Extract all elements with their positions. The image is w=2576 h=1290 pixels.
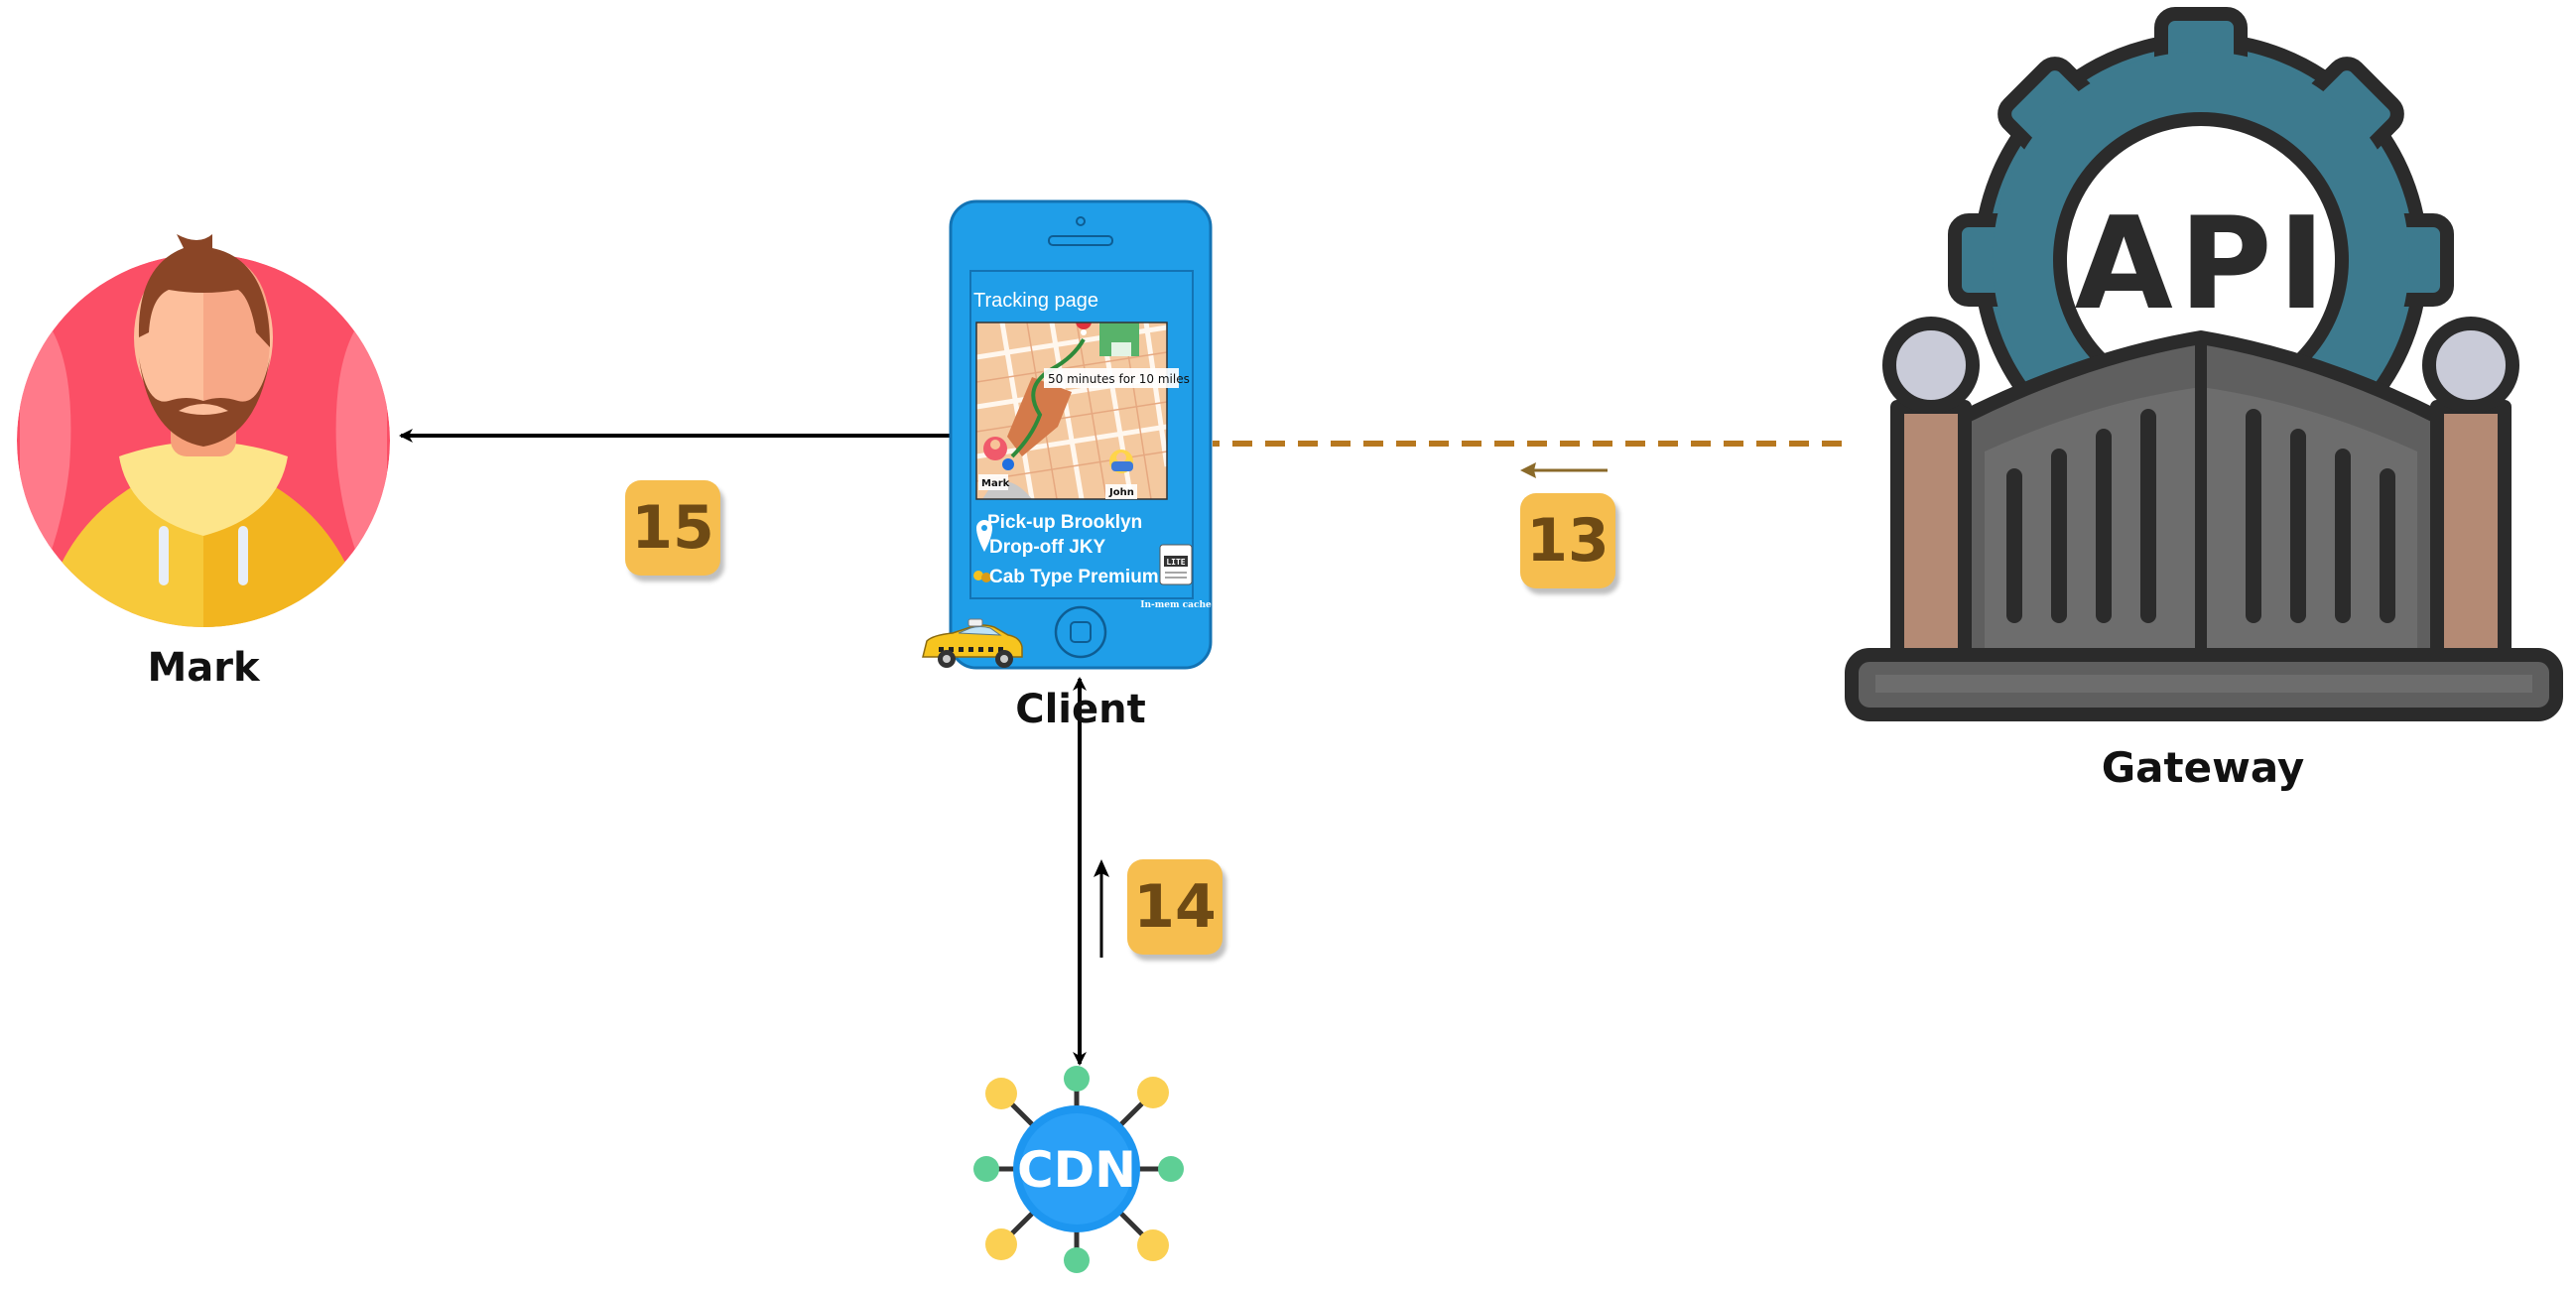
cab-small-icon bbox=[973, 571, 991, 582]
step-number: 14 bbox=[1133, 872, 1217, 942]
step-badge-14: 14 bbox=[1127, 859, 1223, 955]
dropoff-text: Drop-off JKY bbox=[989, 537, 1105, 558]
direction-arrow-14 bbox=[1094, 859, 1109, 958]
tracking-map bbox=[976, 322, 1167, 499]
location-pin-icon bbox=[976, 520, 992, 552]
tracking-page-title: Tracking page bbox=[973, 290, 1098, 312]
cab-type-text: Cab Type Premium bbox=[989, 567, 1159, 587]
step-badge-13: 13 bbox=[1520, 493, 1615, 588]
api-text: API bbox=[2075, 191, 2332, 338]
map-eta-note: 50 minutes for 10 miles bbox=[1048, 372, 1190, 386]
step-number: 15 bbox=[631, 493, 714, 563]
home-button[interactable] bbox=[1054, 605, 1107, 659]
taxi-icon bbox=[922, 618, 1023, 668]
api-gateway-icon bbox=[1845, 7, 2563, 721]
client-label: Client bbox=[1015, 687, 1146, 732]
user-avatar bbox=[17, 234, 390, 627]
cache-label: In-mem cache bbox=[1140, 600, 1212, 610]
pickup-text: Pick-up Brooklyn bbox=[987, 512, 1142, 533]
cdn-icon bbox=[973, 1066, 1184, 1273]
step-badge-15: 15 bbox=[625, 480, 720, 576]
user-label: Mark bbox=[147, 645, 261, 691]
cache-icon-text: LITE bbox=[1166, 558, 1185, 567]
step-number: 13 bbox=[1526, 506, 1610, 576]
map-rider-label: John bbox=[1108, 487, 1134, 498]
direction-arrow-13 bbox=[1520, 462, 1608, 478]
gateway-label: Gateway bbox=[2102, 743, 2305, 792]
map-driver-label: Mark bbox=[981, 478, 1010, 489]
cache-db-icon bbox=[1159, 544, 1193, 585]
cdn-label: CDN bbox=[1017, 1141, 1136, 1199]
